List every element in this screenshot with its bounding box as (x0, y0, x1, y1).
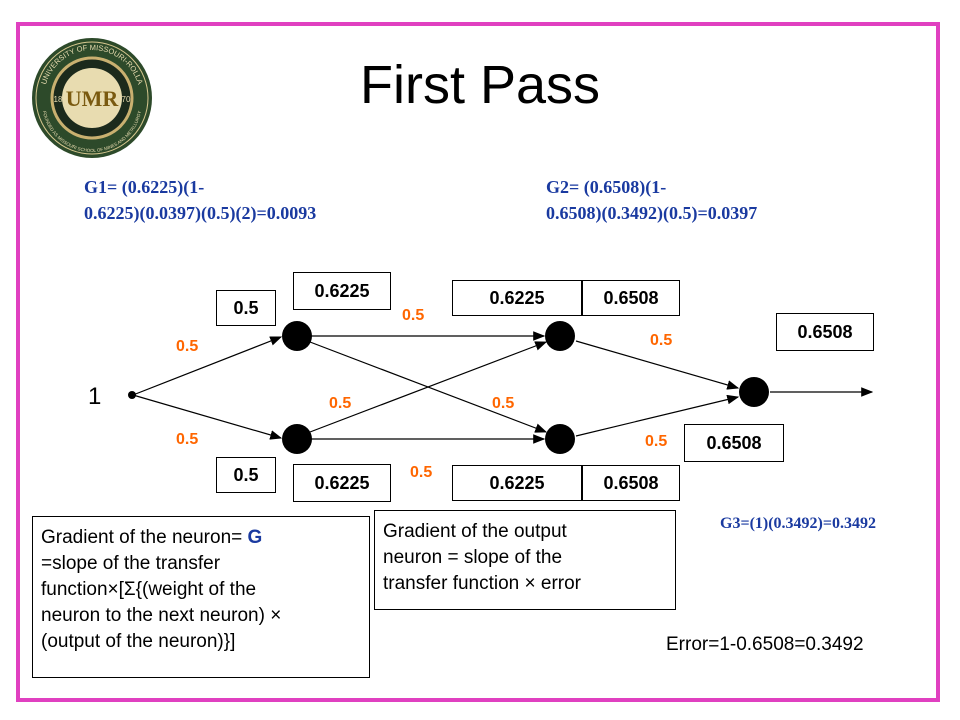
equation-g1-line1: G1= (0.6225)(1- (84, 177, 205, 197)
weight-label-h2top-output: 0.5 (650, 332, 673, 349)
input-value-label: 1 (88, 383, 102, 410)
equation-g1: G1= (0.6225)(1- 0.6225)(0.0397)(0.5)(2)=… (84, 174, 316, 226)
hidden-gradient-line4: neuron to the next neuron) × (41, 605, 282, 626)
hidden-gradient-line3: function×[Σ{(weight of the (41, 579, 257, 600)
university-seal-logo: UMR 18 70 UNIVERSITY OF MISSOURI-ROLLA F… (32, 38, 152, 158)
edge-h1bottom-h2top (309, 341, 548, 433)
value-box-h1-out-bottom: 0.6225 (293, 464, 391, 502)
weight-label-input-top: 0.5 (176, 338, 199, 355)
equation-g2: G2= (0.6508)(1- 0.6508)(0.3492)(0.5)=0.0… (546, 174, 757, 226)
value-box-h1-out-top: 0.6225 (293, 272, 391, 310)
svg-text:UMR: UMR (66, 86, 120, 111)
weight-label-cross-a: 0.5 (329, 395, 352, 412)
weight-label-input-bottom: 0.5 (176, 431, 199, 448)
value-box-input-bottom: 0.5 (216, 457, 276, 493)
edge-input-h1top (132, 336, 283, 396)
neuron-h2-top (545, 321, 575, 351)
svg-text:18: 18 (54, 95, 63, 104)
value-box-output-in-top: 0.6508 (776, 313, 874, 351)
equation-g2-line1: G2= (0.6508)(1- (546, 177, 667, 197)
neuron-h1-top (282, 321, 312, 351)
neuron-h1-bottom (282, 424, 312, 454)
value-box-h2-out-top: 0.6508 (582, 280, 680, 316)
value-box-h2-in-top: 0.6225 (452, 280, 582, 316)
svg-text:70: 70 (122, 95, 131, 104)
value-box-input-top: 0.5 (216, 290, 276, 326)
output-gradient-line1: Gradient of the output (383, 521, 567, 542)
weight-label-h2bottom-output: 0.5 (645, 433, 668, 450)
equation-g1-line2: 0.6225)(0.0397)(0.5)(2)=0.0093 (84, 203, 317, 223)
hidden-gradient-line5: (output of the neuron)}] (41, 631, 236, 652)
neuron-output (739, 377, 769, 407)
neuron-h2-bottom (545, 424, 575, 454)
weight-label-h1bottom-h2bottom: 0.5 (410, 464, 433, 481)
edge-input-h1bottom (132, 394, 283, 440)
output-gradient-line2: neuron = slope of the (383, 547, 563, 568)
value-box-output-in-bottom: 0.6508 (684, 424, 784, 462)
value-box-h2-out-bottom: 0.6508 (582, 465, 680, 501)
equation-g2-line2: 0.6508)(0.3492)(0.5)=0.0397 (546, 203, 758, 223)
edge-h2top-output (575, 340, 740, 390)
error-formula: Error=1-0.6508=0.3492 (666, 634, 864, 655)
output-gradient-line3: transfer function × error (383, 573, 582, 594)
hidden-gradient-line1: Gradient of the neuron= G (41, 527, 263, 548)
value-box-h2-in-bottom: 0.6225 (452, 465, 582, 501)
input-node (128, 391, 136, 399)
weight-label-cross-b: 0.5 (492, 395, 515, 412)
weight-label-h1top-h2top: 0.5 (402, 307, 425, 324)
slide-frame (16, 22, 940, 702)
output-gradient-note: Gradient of the output neuron = slope of… (374, 510, 676, 610)
hidden-gradient-note: Gradient of the neuron= G =slope of the … (32, 516, 370, 678)
equation-g3: G3=(1)(0.3492)=0.3492 (720, 515, 876, 532)
hidden-gradient-line2: =slope of the transfer (41, 553, 221, 574)
slide-title: First Pass (359, 55, 601, 115)
edge-h2bottom-output (575, 394, 740, 437)
gradient-symbol: G (247, 527, 263, 548)
